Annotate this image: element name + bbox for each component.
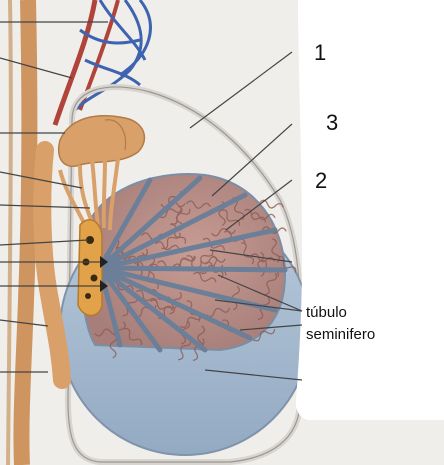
label-2: 2 xyxy=(315,168,327,194)
vas-deferens xyxy=(21,0,29,465)
label-1: 1 xyxy=(314,40,326,66)
rete-testis xyxy=(78,220,102,316)
label-tubulo: túbulo xyxy=(306,302,375,324)
label-3: 3 xyxy=(326,110,338,136)
septum-5 xyxy=(100,268,285,270)
label-seminifero: seminifero xyxy=(306,324,375,346)
label-tubulo-seminifero: túbulo seminifero xyxy=(306,302,375,346)
